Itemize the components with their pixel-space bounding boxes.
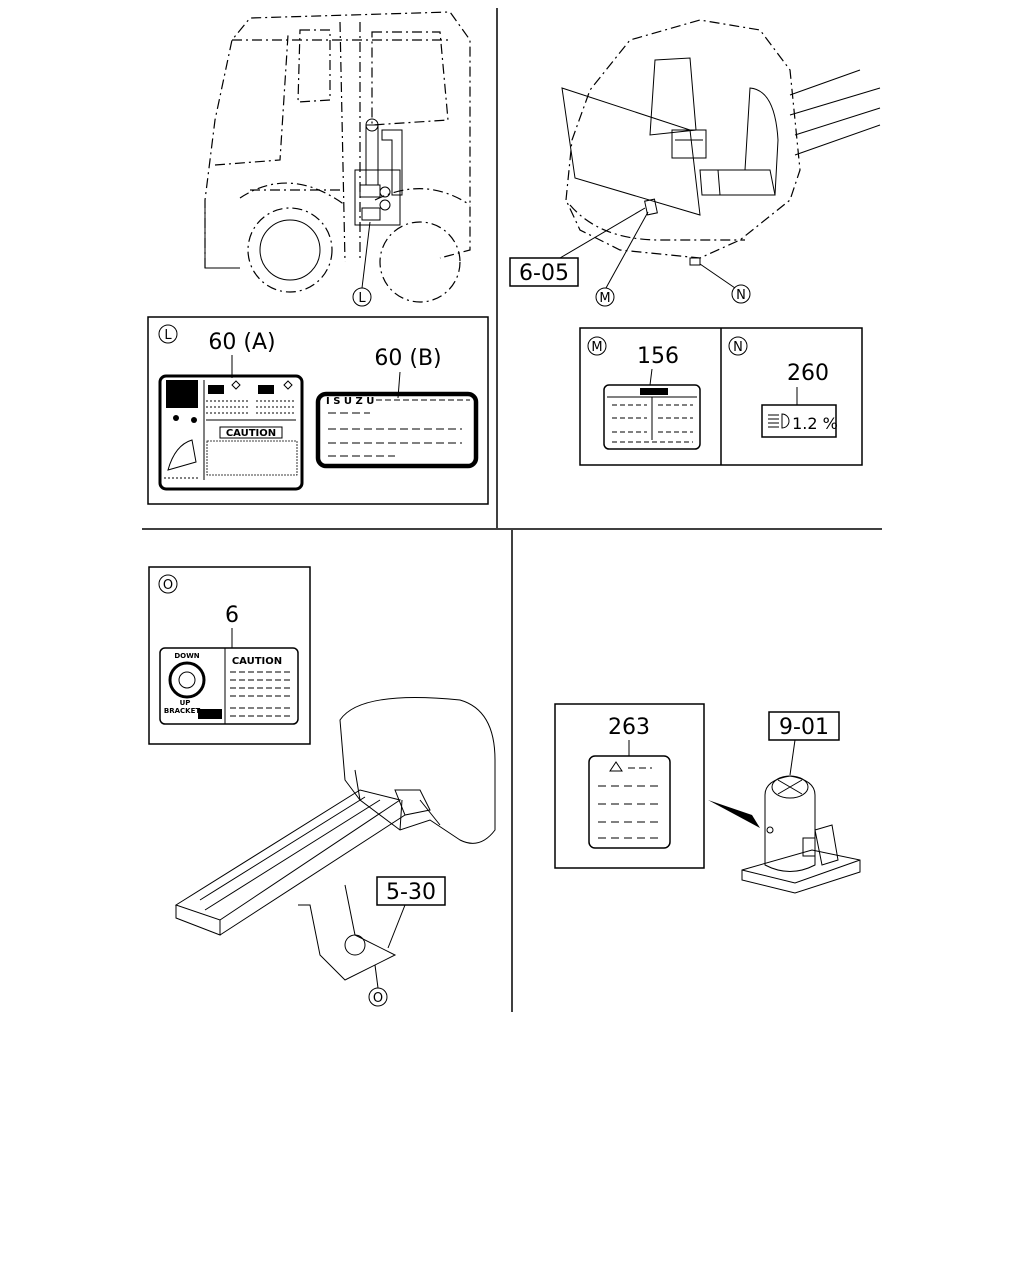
sticker-60a: CAUTION (158, 374, 304, 491)
box-m-callout-text: M (591, 340, 602, 355)
ref-5-30-text: 5-30 (386, 880, 436, 905)
sticker-60b-brand: I S U Z U (326, 396, 374, 407)
bottle-jack-illustration (741, 775, 861, 894)
detail-box-263: 263 (554, 703, 705, 869)
label-6-ref: 6 (225, 603, 239, 628)
ref-6-05: 6-05 (509, 207, 646, 287)
detail-box-o: O 6 DOWN UP BRACKET CAUTION (148, 566, 311, 745)
sticker-156 (603, 384, 701, 450)
sticker-6-caution: CAUTION (232, 656, 282, 667)
callout-n: N (699, 263, 751, 304)
ref-9-01: 9-01 (768, 711, 840, 776)
callout-m-text: M (599, 291, 610, 306)
callout-l-text: L (358, 291, 366, 306)
sticker-6-down: DOWN (174, 652, 199, 660)
sticker-60a-caution: CAUTION (226, 428, 276, 439)
sticker-6-up: UP (180, 699, 191, 707)
label-156-ref: 156 (637, 344, 679, 369)
cab-side-illustration (204, 11, 471, 303)
sticker-260-text: 1.2 % (792, 414, 838, 433)
ref-6-05-text: 6-05 (519, 261, 569, 286)
box-n-callout-text: N (733, 340, 743, 355)
callout-l: L (352, 287, 372, 307)
box-o-callout-text: O (163, 578, 173, 593)
sticker-260: 1.2 % (761, 404, 838, 438)
sticker-6-bracket: BRACKET (164, 707, 200, 715)
label-260-ref: 260 (787, 361, 829, 386)
label-60a-ref: 60 (A) (208, 330, 275, 355)
callout-o-bottom-text: O (373, 991, 383, 1006)
callout-o-bottom: O (368, 987, 388, 1007)
cab-interior-illustration (561, 19, 881, 266)
arrow-to-jack (708, 800, 760, 828)
callout-m: M (595, 211, 649, 307)
sticker-6: DOWN UP BRACKET CAUTION (159, 647, 299, 725)
detail-box-mn: M N 156 260 1.2 % (579, 327, 863, 466)
sticker-60b: I S U Z U (315, 391, 479, 469)
chassis-frame-illustration (174, 697, 496, 989)
sticker-263 (588, 755, 671, 849)
box-l-callout-text: L (164, 328, 172, 343)
section-dividers (142, 8, 882, 1012)
callout-n-text: N (736, 288, 746, 303)
ref-9-01-text: 9-01 (779, 715, 829, 740)
ref-5-30: 5-30 (376, 876, 446, 949)
label-60b-ref: 60 (B) (374, 346, 441, 371)
label-263-ref: 263 (608, 715, 650, 740)
detail-box-l: L 60 (A) 60 (B) CAUTION (147, 316, 489, 505)
